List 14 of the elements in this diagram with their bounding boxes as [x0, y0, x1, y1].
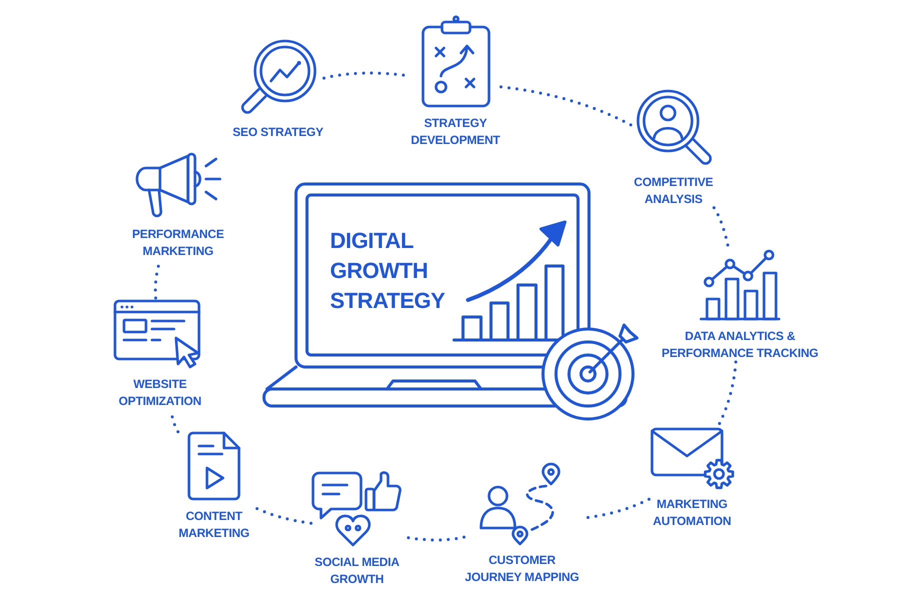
node-label: SEO STRATEGY	[232, 124, 324, 141]
node-label: WEBSITE OPTIMIZATION	[118, 376, 202, 410]
node-label: COMPETITIVE ANALYSIS	[633, 174, 714, 208]
dotted-connector	[716, 360, 738, 428]
node-label: CUSTOMER JOURNEY MAPPING	[464, 552, 580, 586]
node-label: CONTENT MARKETING	[178, 508, 250, 542]
dotted-connector	[500, 85, 634, 128]
node-label: DATA ANALYTICS & PERFORMANCE TRACKING	[661, 328, 819, 362]
node-label: MARKETING AUTOMATION	[652, 496, 732, 530]
node-label: STRATEGY DEVELOPMENT	[410, 115, 501, 149]
dotted-connector	[712, 206, 730, 250]
node-label: SOCIAL MEDIA GROWTH	[314, 554, 400, 588]
screen-heading: DIGITAL GROWTH STRATEGY	[330, 227, 446, 315]
node-label: PERFORMANCE MARKETING	[132, 226, 224, 260]
